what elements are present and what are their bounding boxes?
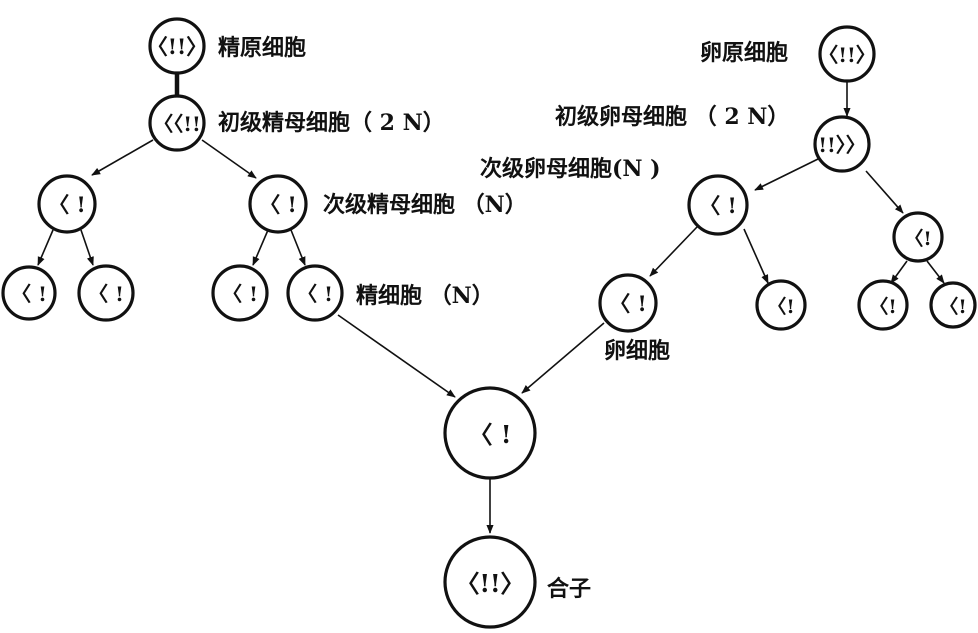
edge-secondary-polarbody2 [743, 228, 769, 284]
edge-spermatid-zygote [337, 314, 456, 398]
node-spermatid-4: 〈 ! [286, 264, 344, 322]
label-oogonium: 卵原细胞 [700, 40, 788, 66]
edge-secleft-spermatid2 [80, 229, 94, 266]
zygote-text: 〈!!〉 [455, 569, 524, 598]
zygote-intermediate-text: 〈 ! [469, 420, 512, 449]
edge-primary-secondary-right [201, 139, 257, 179]
node-polar-body-3: 〈! [857, 279, 909, 331]
spermatid-1-text: 〈 ! [11, 282, 47, 306]
label-ovum: 卵细胞 [604, 338, 670, 364]
edge-secright-spermatid3 [252, 229, 269, 266]
primary-oocyte-text: !!〉〉 [818, 133, 866, 157]
oogonium-text: 〈!!〉 [818, 43, 876, 67]
ovum-text: 〈 ! [609, 291, 647, 316]
polar-body-2-text: 〈! [767, 295, 794, 318]
node-secondary-oocyte: 〈 ! [687, 174, 749, 236]
node-zygote: 〈!!〉 [443, 535, 537, 629]
label-spermatogonium: 精原细胞 [218, 35, 306, 61]
label-spermatid: 精细胞 （N） [356, 283, 494, 309]
secondary-spermatocyte-right-text: 〈 ! [259, 192, 297, 217]
node-spermatogonium: 〈!!〉 [147, 17, 207, 75]
edge-primary-polarbody [865, 170, 904, 214]
node-spermatid-3: 〈 ! [211, 264, 269, 322]
node-primary-spermatocyte: 〈〈!! [148, 94, 206, 152]
edge-secright-spermatid4 [290, 229, 306, 266]
edge-primary-secondary-left [91, 139, 154, 176]
spermatid-4-text: 〈 ! [297, 282, 333, 306]
label-primary-spermatocyte: 初级精母细胞（ 2 N） [218, 110, 445, 136]
node-spermatid-1: 〈 ! [1, 265, 57, 321]
edge-secleft-spermatid1 [37, 229, 54, 266]
secondary-spermatocyte-left-text: 〈 ! [48, 192, 86, 217]
label-zygote: 合子 [547, 576, 591, 602]
label-secondary-oocyte: 次级卵母细胞(N ) [480, 156, 661, 182]
node-polar-body-4: 〈! [929, 281, 977, 329]
node-primary-oocyte: !!〉〉 [813, 115, 871, 173]
edge-primary-secondaryoocyte [754, 158, 819, 191]
node-spermatid-2: 〈 ! [77, 264, 135, 322]
labels: 精原细胞 初级精母细胞（ 2 N） 次级精母细胞 （N） 精细胞 （N） 卵原细… [218, 35, 789, 602]
spermatid-2-text: 〈 ! [88, 282, 124, 306]
label-primary-oocyte: 初级卵母细胞 （ 2 N） [555, 104, 789, 130]
node-oogonium: 〈!!〉 [818, 25, 876, 83]
polar-body-4-text: 〈! [939, 295, 966, 318]
node-ovum: 〈 ! [598, 273, 658, 333]
node-polar-body-2: 〈! [755, 279, 807, 331]
node-secondary-spermatocyte-right: 〈 ! [248, 174, 308, 234]
edge-polarbody-pb3 [890, 260, 908, 284]
primary-spermatocyte-text: 〈〈!! [153, 112, 201, 136]
edge-secondary-ovum [649, 226, 698, 277]
edge-polarbody-pb4 [926, 260, 945, 284]
label-secondary-spermatocyte: 次级精母细胞 （N） [323, 192, 527, 218]
edge-ovum-zygote [521, 322, 605, 394]
polar-body-first-text: 〈! [904, 227, 931, 250]
edges [37, 73, 945, 534]
node-polar-body-first: 〈! [892, 211, 944, 263]
secondary-oocyte-text: 〈 ! [699, 193, 737, 218]
spermatogonium-text: 〈!!〉 [147, 34, 207, 59]
node-zygote-intermediate: 〈 ! [443, 386, 537, 480]
polar-body-3-text: 〈! [869, 295, 896, 318]
spermatid-3-text: 〈 ! [222, 282, 258, 306]
node-secondary-spermatocyte-left: 〈 ! [37, 174, 97, 234]
